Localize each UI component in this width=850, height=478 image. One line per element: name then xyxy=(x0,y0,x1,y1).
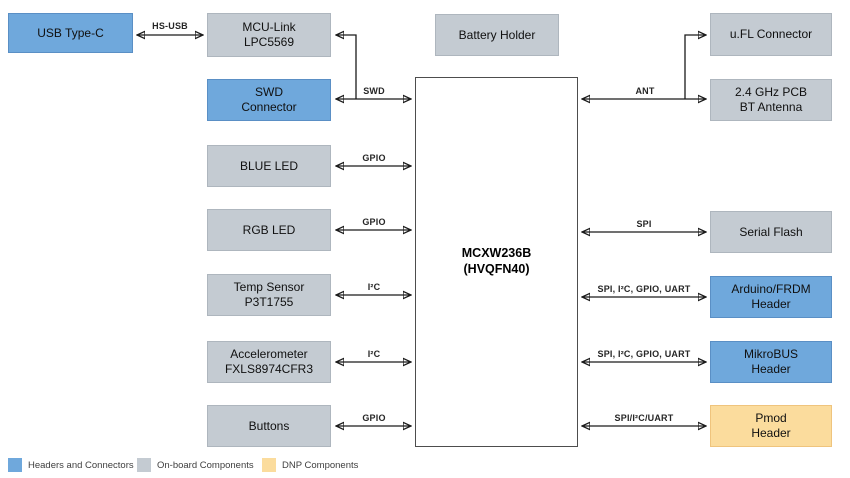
legend-item-onboard-components: On-board Components xyxy=(137,458,254,472)
bus-label-pmod-bus: SPI/I²C/UART xyxy=(614,413,674,423)
node-label: Accelerometer FXLS8974CFR3 xyxy=(224,347,314,376)
legend-swatch-gray xyxy=(137,458,151,472)
legend-label: On-board Components xyxy=(157,459,254,471)
bus-label-gpio-buttons: GPIO xyxy=(362,413,386,423)
node-label: Serial Flash xyxy=(739,224,803,239)
bus-label-gpio-blue-led: GPIO xyxy=(362,153,386,163)
node-label: RGB LED xyxy=(242,222,296,237)
legend-label: Headers and Connectors xyxy=(28,459,134,471)
bus-label-arduino-bus: SPI, I²C, GPIO, UART xyxy=(597,284,691,294)
node-label: u.FL Connector xyxy=(729,27,813,41)
node-label: Battery Holder xyxy=(458,27,536,42)
node-label: MikroBUS Header xyxy=(743,347,798,376)
node-bt-antenna: 2.4 GHz PCB BT Antenna xyxy=(710,79,832,121)
node-label: Temp Sensor P3T1755 xyxy=(233,280,305,309)
node-rgb-led: RGB LED xyxy=(207,209,331,251)
node-mikrobus-header: MikroBUS Header xyxy=(710,341,832,383)
node-arduino-frdm-header: Arduino/FRDM Header xyxy=(710,276,832,318)
node-label: Arduino/FRDM Header xyxy=(731,282,811,311)
node-label: Buttons xyxy=(248,418,290,433)
node-pmod-header: Pmod Header xyxy=(710,405,832,447)
node-ufl-connector: u.FL Connector xyxy=(710,13,832,56)
node-label: BLUE LED xyxy=(239,158,299,173)
bus-label-i2c-accel: I²C xyxy=(367,349,381,359)
bus-label-ant: ANT xyxy=(635,86,655,96)
node-usb-type-c: USB Type-C xyxy=(8,13,133,53)
bus-label-swd: SWD xyxy=(363,86,385,96)
bus-label-spi: SPI xyxy=(636,219,652,229)
node-label: MCU-Link LPC5569 xyxy=(242,20,296,49)
node-battery-holder: Battery Holder xyxy=(435,14,559,56)
node-temp-sensor: Temp Sensor P3T1755 xyxy=(207,274,331,316)
node-label: SWD Connector xyxy=(241,85,297,114)
legend-item-headers-connectors: Headers and Connectors xyxy=(8,458,134,472)
node-label: USB Type-C xyxy=(37,25,104,40)
node-buttons: Buttons xyxy=(207,405,331,447)
bus-label-hs-usb: HS-USB xyxy=(152,21,188,31)
node-swd-connector: SWD Connector xyxy=(207,79,331,121)
node-label: 2.4 GHz PCB BT Antenna xyxy=(734,85,808,114)
bus-label-mikrobus-bus: SPI, I²C, GPIO, UART xyxy=(597,349,691,359)
legend-swatch-orange xyxy=(262,458,276,472)
legend-swatch-blue xyxy=(8,458,22,472)
node-accelerometer: Accelerometer FXLS8974CFR3 xyxy=(207,341,331,383)
legend-label: DNP Components xyxy=(282,459,359,471)
bus-label-i2c-temp: I²C xyxy=(367,282,381,292)
node-blue-led: BLUE LED xyxy=(207,145,331,187)
node-mcu-link: MCU-Link LPC5569 xyxy=(207,13,331,57)
legend-item-dnp-components: DNP Components xyxy=(262,458,358,472)
node-serial-flash: Serial Flash xyxy=(710,211,832,253)
bus-label-gpio-rgb-led: GPIO xyxy=(362,217,386,227)
node-label: Pmod Header xyxy=(751,411,791,440)
chip-label: MCXW236B (HVQFN40) xyxy=(461,246,532,276)
node-mcxw236b-chip: MCXW236B (HVQFN40) xyxy=(415,77,578,447)
